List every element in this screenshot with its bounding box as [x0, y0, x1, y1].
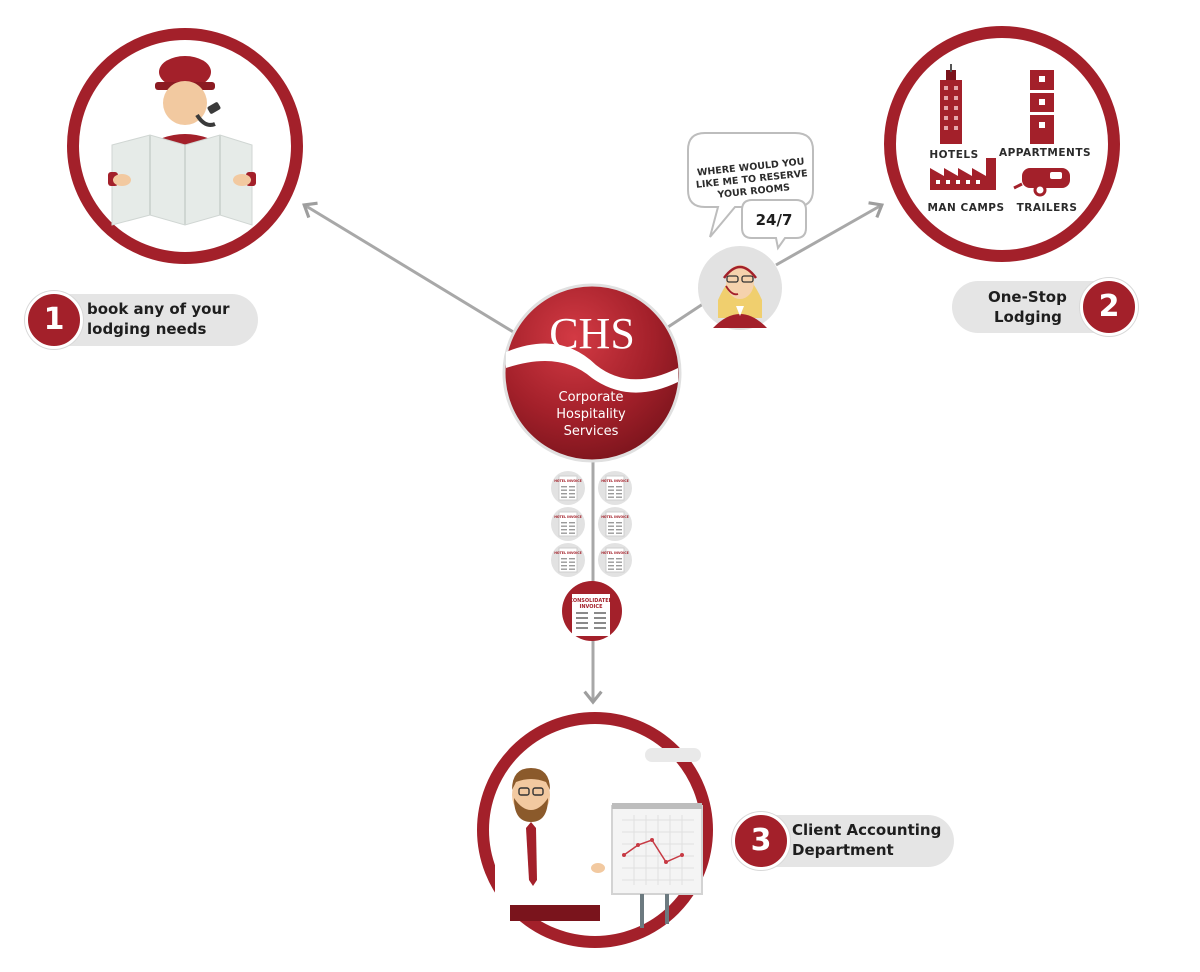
trailers-label: TRAILERS — [1017, 202, 1078, 214]
arrow-to-step2 — [775, 201, 885, 267]
call-center-agent-icon — [698, 246, 782, 330]
step2-line2: Lodging — [994, 308, 1062, 326]
step3-number: 3 — [732, 812, 790, 870]
consolidated-invoice-icon: CONSOLIDATED INVOICE — [562, 581, 622, 641]
step1-label: 1 book any of your lodging needs — [25, 291, 258, 349]
appartments-label: APPARTMENTS — [999, 147, 1091, 159]
step3-line2: Department — [792, 841, 894, 859]
logo-line3: Services — [564, 424, 619, 439]
man-camps-label: MAN CAMPS — [927, 202, 1004, 214]
arrow-to-step1 — [302, 201, 516, 335]
step2-label: One-Stop Lodging 2 — [952, 278, 1138, 336]
hotel-invoice-icon: HOTEL INVOICE — [551, 471, 585, 505]
hotel-invoice-icon: HOTEL INVOICE — [598, 507, 632, 541]
consolidated-line1: CONSOLIDATED — [569, 598, 613, 604]
hotel-invoice-label: HOTEL INVOICE — [601, 479, 629, 483]
hotel-invoice-label: HOTEL INVOICE — [601, 551, 629, 555]
appartment-icon — [1028, 70, 1056, 144]
chs-logo: CHS Corporate Hospitality Services — [502, 283, 682, 463]
step2-line1: One-Stop — [988, 288, 1067, 306]
agent-speech-bubble: WHERE WOULD YOU LIKE ME TO RESERVE YOUR … — [687, 132, 814, 251]
hotel-invoice-icon: HOTEL INVOICE — [551, 543, 585, 577]
consolidated-line2: INVOICE — [579, 604, 603, 610]
trailer-icon — [1013, 168, 1070, 197]
step1-number: 1 — [25, 291, 83, 349]
hotels-label: HOTELS — [929, 149, 978, 161]
step2-number: 2 — [1080, 278, 1138, 336]
hotel-invoice-label: HOTEL INVOICE — [554, 515, 582, 519]
hotel-invoice-icon: HOTEL INVOICE — [598, 471, 632, 505]
bellhop-with-map-icon — [108, 56, 256, 226]
hotel-invoice-label: HOTEL INVOICE — [601, 515, 629, 519]
step2-illustration: HOTELS APPARTMENTS MAN CAMPS TRAILERS — [884, 26, 1120, 262]
logo-line2: Hospitality — [556, 407, 626, 422]
logo-line1: Corporate — [559, 390, 624, 405]
hotel-invoices-group: HOTEL INVOICE HOTEL INVOICE HOTEL INVOICE H… — [551, 471, 632, 577]
availability-label: 24/7 — [756, 211, 793, 229]
step1-illustration — [67, 28, 303, 264]
step3-illustration — [477, 712, 713, 948]
accountant-with-chart-icon — [495, 768, 703, 928]
man-camp-icon — [930, 158, 996, 190]
hotel-invoice-label: HOTEL INVOICE — [554, 551, 582, 555]
step1-line1: book any of your — [87, 300, 230, 318]
hotel-invoice-icon: HOTEL INVOICE — [598, 543, 632, 577]
logo-abbr: CHS — [549, 309, 635, 358]
step3-line1: Client Accounting — [792, 821, 942, 839]
hotel-icon — [940, 64, 962, 144]
step1-line2: lodging needs — [87, 320, 207, 338]
hotel-invoice-icon: HOTEL INVOICE — [551, 507, 585, 541]
hotel-invoice-label: HOTEL INVOICE — [554, 479, 582, 483]
step3-label: 3 Client Accounting Department — [732, 812, 954, 870]
